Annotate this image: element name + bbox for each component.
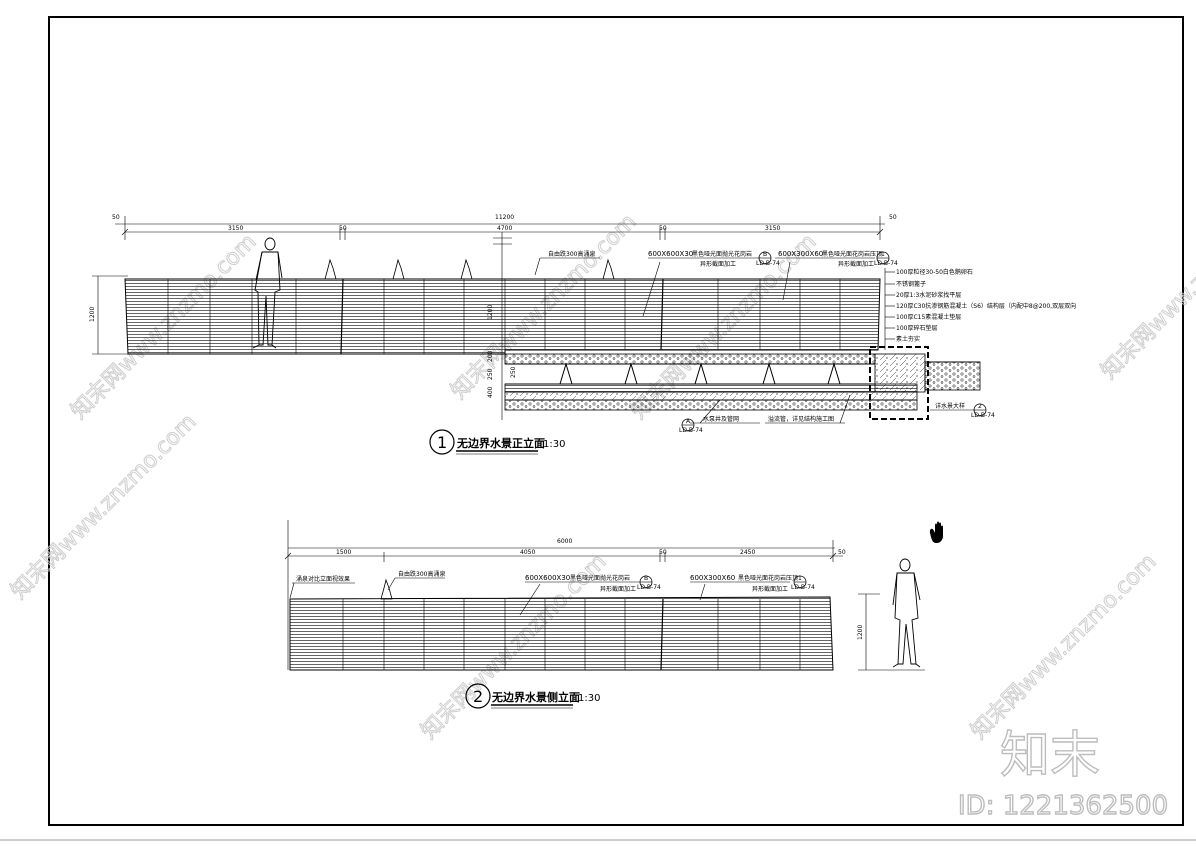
pit-dim: 200 (487, 350, 494, 362)
front-bottom-callouts: 水泵井及管网 A LD-B-74 溢流管，详见结构施工图 详水景大样 2 LD-… (679, 394, 995, 434)
callout-cladding-b: 600X300X60 (778, 250, 823, 258)
callout-cladding-b-desc: 黑色哑光面花岗岩压顶 (738, 574, 798, 582)
dim-left-end: 50 (112, 214, 120, 221)
drawing-number-circle (429, 429, 455, 455)
dim-overall: 11200 (495, 214, 514, 221)
front-elevation: 50 11200 50 3150 50 4700 50 3150 1200 (89, 214, 1076, 455)
detail-callout-box (869, 346, 929, 420)
dim-segment: 4050 (520, 549, 535, 556)
watermark-text: 知末网www.znzmo.com (1097, 189, 1196, 384)
wall-dim: 1200 (487, 305, 494, 320)
callout-left: 涌泉对比立面视效果 (296, 575, 350, 583)
dim-segment: 50 (659, 225, 667, 232)
layer-label: 素土夯实 (896, 335, 920, 343)
dim-right-end: 50 (838, 549, 846, 556)
sheet-border (48, 16, 1184, 826)
drawing-scale: 1:30 (578, 693, 600, 704)
front-dimension-chain: 50 11200 50 3150 50 4700 50 3150 (112, 214, 897, 240)
callout-cladding-b-sub: 异形截面加工 (838, 260, 874, 268)
scale-figure (892, 558, 921, 668)
side-wall-joints (342, 598, 801, 671)
hand-cursor-icon (929, 521, 943, 543)
watermark-id: ID: 1221362500 (958, 791, 1168, 821)
callout-cladding-a: 600X600X30 (525, 574, 570, 582)
callout-cladding-a-sub: 异形截面加工 (700, 260, 736, 268)
dim-segment: 3150 (765, 225, 780, 232)
pit-dim: 250 (510, 366, 517, 378)
ref-tag-bottom: LD-B-74 (791, 584, 815, 591)
callout-cladding-a-desc: 黑色哑光面抛光花岗岩 (570, 574, 630, 582)
ref-tag-bottom: LD-B-74 (971, 412, 995, 419)
layer-label: 不锈钢篦子 (896, 280, 926, 288)
brand-watermark: 知末 ID: 1221362500 (957, 725, 1169, 821)
ref-tag-top: B (644, 575, 648, 582)
ref-tag-top: 1 (881, 251, 885, 258)
watermark-text: 知末网www.znzmo.com (7, 409, 202, 604)
ref-tag-top: B (763, 251, 767, 258)
watermark-text: 知末网www.znzmo.com (967, 549, 1162, 744)
callout-cladding-b-desc: 黑色哑光面花岗岩压顶 (822, 250, 882, 258)
side-height-dimension: 1200 (857, 593, 925, 671)
front-elevation-title: 1 无边界水景正立面 1:30 (429, 429, 565, 455)
front-wall-cladding (124, 278, 881, 355)
layer-label: 20厚1:3水泥砂浆找平层 (896, 291, 961, 299)
front-fountain-jets (324, 258, 615, 280)
drawing-number: 2 (473, 687, 483, 706)
dim-segment: 50 (339, 225, 347, 232)
callout-cladding-b: 600X300X60 (690, 574, 735, 582)
dim-segment: 2450 (740, 549, 755, 556)
callout-fountain: 自由跌300高涌泉 (398, 570, 445, 578)
brand-logo-text: 知末 (1000, 726, 1100, 784)
dim-segment: 50 (659, 549, 667, 556)
front-callouts: 自由跌300高涌泉 600X600X30 黑色哑光面抛光花岗岩 异形截面加工 B… (534, 250, 898, 317)
front-wall-joints (167, 278, 841, 355)
layer-label: 100厚C15素混凝土垫层 (896, 313, 961, 321)
drawing-title: 无边界水景侧立面 (491, 690, 580, 704)
callout-right: 详水景大样 (935, 402, 965, 410)
drawing-title: 无边界水景正立面 (456, 436, 545, 450)
callout-cladding-a: 600X600X30 (648, 250, 693, 258)
side-elevation-title: 2 无边界水景侧立面 1:30 (465, 683, 600, 709)
ref-tag-top: 1 (798, 575, 802, 582)
drawing-number: 1 (437, 433, 447, 452)
ref-tag-bottom: LD-B-74 (637, 584, 661, 591)
front-basin-section: 200 250 400 250 1200 (487, 305, 981, 420)
side-callouts: 涌泉对比立面视效果 自由跌300高涌泉 600X600X30 黑色哑光面抛光花岗… (289, 570, 815, 616)
front-height-dimension: 1200 (89, 275, 128, 355)
ref-tag-bottom: LD-B-74 (756, 260, 780, 267)
dim-segment: 3150 (228, 225, 243, 232)
callout-bottom-a: 水泵井及管网 (703, 415, 739, 423)
scale-figure (252, 237, 283, 349)
ref-tag-bottom: LD-B-74 (679, 427, 703, 434)
callout-cladding-a-sub: 异形截面加工 (600, 585, 636, 593)
ref-tag-bottom: LD-B-74 (874, 260, 898, 267)
dim-height: 1200 (89, 307, 96, 322)
dim-overall: 6000 (557, 538, 572, 545)
dim-height: 1200 (857, 625, 864, 640)
side-dimension-chain: 6000 1500 4050 50 2450 50 (284, 520, 846, 670)
ref-tag-top: A (686, 418, 691, 425)
ref-tag-top: 2 (978, 403, 982, 410)
dim-right-end: 50 (889, 214, 897, 221)
callout-bottom-b: 溢流管，详见结构施工图 (768, 415, 834, 423)
side-elevation: 6000 1500 4050 50 2450 50 (284, 520, 925, 709)
callout-fountain: 自由跌300高涌泉 (548, 250, 595, 258)
callout-cladding-b-sub: 异形截面加工 (752, 585, 788, 593)
layer-label: 120厚C30抗渗钢筋混凝土（S6）结构层（内配中8@200,双层双向 (896, 302, 1076, 310)
drawing-scale: 1:30 (543, 439, 565, 450)
side-fountain-jet (380, 578, 393, 600)
layer-legend: 100厚粒径30-50白色鹅卵石 不锈钢篦子 20厚1:3水泥砂浆找平层 120… (884, 268, 1076, 350)
pit-dim: 400 (487, 386, 494, 398)
callout-cladding-a-desc: 黑色哑光面抛光花岗岩 (692, 250, 752, 258)
front-break-line (493, 232, 512, 420)
pit-dim: 250 (487, 368, 494, 380)
dim-segment: 1500 (336, 549, 351, 556)
dim-segment: 4700 (497, 225, 512, 232)
side-wall-cladding (289, 596, 834, 671)
layer-label: 100厚碎石垫层 (896, 324, 937, 332)
drawing-number-circle (465, 683, 491, 709)
layer-label: 100厚粒径30-50白色鹅卵石 (896, 268, 973, 276)
